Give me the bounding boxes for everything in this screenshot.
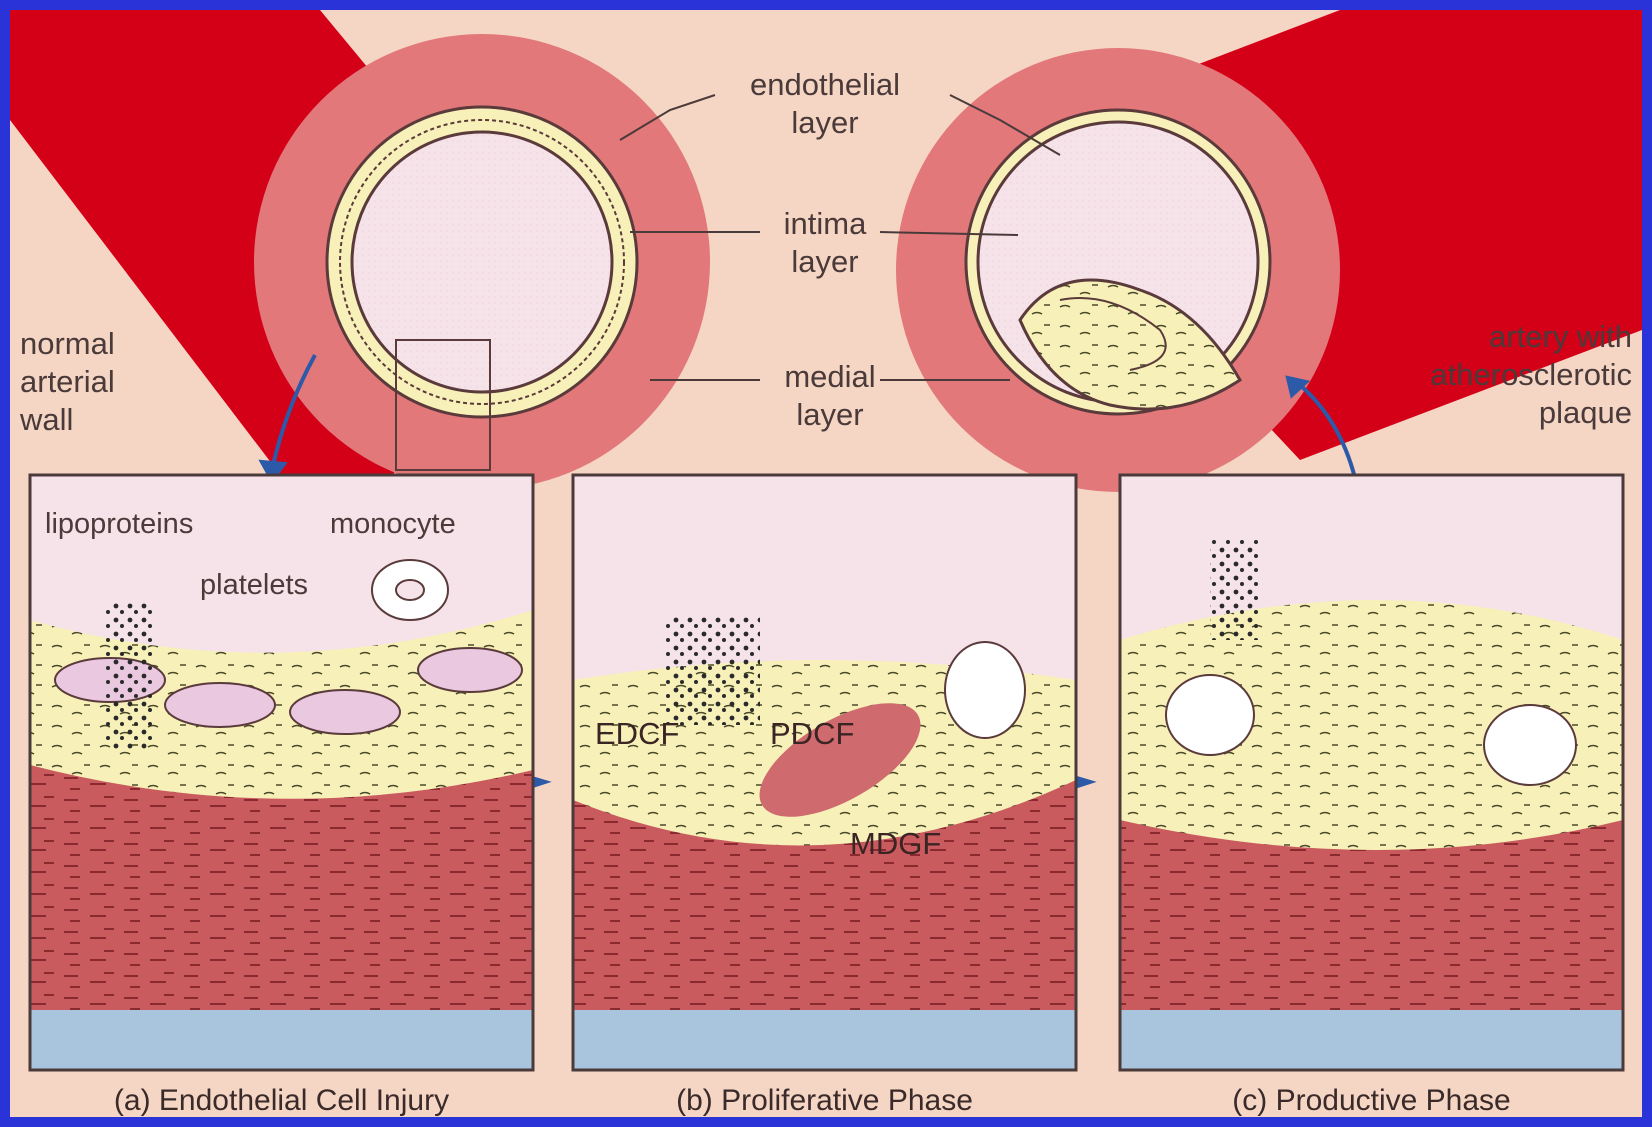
mdgf-label: MDGF [850,825,941,863]
endothelial-layer-text: endothelial layer [750,67,900,140]
normal-arterial-wall-label: normal arterial wall [20,325,170,439]
pdcf-label: PDCF [770,715,854,753]
caption-a: (a) Endothelial Cell Injury [30,1083,533,1119]
plaque-artery-text: artery with atherosclerotic plaque [1430,319,1632,430]
monocyte-label: monocyte [330,505,456,543]
medial-layer-label: medial layer [760,358,900,434]
endothelial-layer-label: endothelial layer [730,66,920,142]
plaque-artery-label: artery with atherosclerotic plaque [1370,318,1632,432]
panel-b [573,475,1076,1070]
intima-layer-label: intima layer [755,205,895,281]
platelets-label: platelets [200,566,308,604]
normal-artery-cross-section [254,34,710,490]
lipoproteins-label: lipoproteins [45,505,193,543]
caption-c: (c) Productive Phase [1120,1083,1623,1119]
medial-layer-text: medial layer [784,359,875,432]
normal-arterial-wall-text: normal arterial wall [20,326,115,437]
intima-layer-text: intima layer [784,206,867,279]
panel-a [30,475,533,1070]
plaque-artery-cross-section [896,48,1340,492]
caption-b: (b) Proliferative Phase [573,1083,1076,1119]
edcf-label: EDCF [595,715,679,753]
